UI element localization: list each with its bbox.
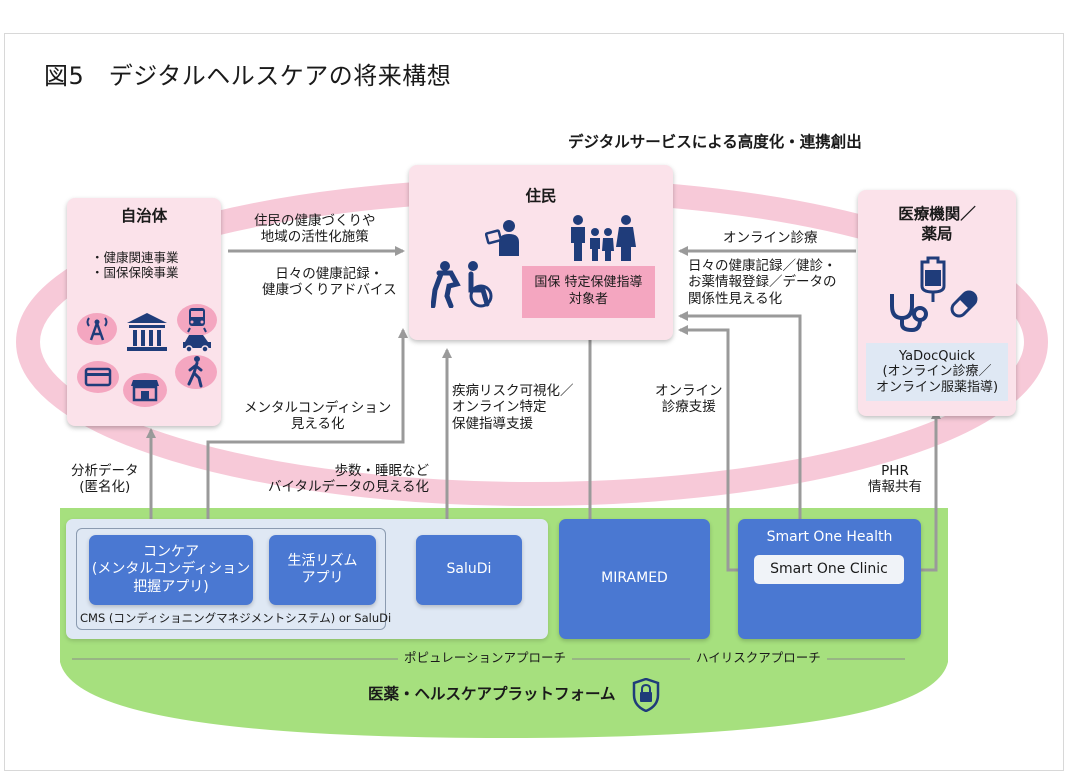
train-icon (177, 304, 217, 336)
stethoscope-icon (890, 294, 928, 333)
edge-label-vital: 歩数・睡眠など バイタルデータの見える化 (268, 463, 430, 496)
residents-box: 住民 国保 特定保健指導 対象者 (409, 165, 673, 340)
yadocquick-label: YaDocQuick (オンライン診療／ オンライン服薬指導) (875, 348, 999, 395)
arrow-concare-to-res (206, 328, 408, 536)
arrow-smartone-to-res-1 (678, 311, 802, 522)
figure-title: 図5 デジタルヘルスケアの将来構想 (44, 62, 452, 90)
arrow-smartone-to-res-2 (678, 325, 742, 572)
edge-label-muni-res-2: 日々の健康記録・ 健康づくりアドバイス (262, 266, 397, 299)
edge-label-muni-res-1: 住民の健康づくりや 地域の活性化施策 (254, 213, 376, 246)
edge-label-analysis: 分析データ (匿名化) (71, 463, 139, 496)
cms-label: CMS (コンディショニングマネジメントシステム) or SaluDi (80, 611, 392, 625)
edge-label-med-res-1: オンライン診療 (723, 230, 818, 246)
figure-subtitle: デジタルサービスによる高度化・連携創出 (568, 133, 862, 151)
pill-icon (950, 290, 978, 318)
edge-label-risk: 疾病リスク可視化／ オンライン特定 保健指導支援 (452, 383, 574, 432)
rhythm-app: 生活リズム アプリ (269, 535, 376, 605)
walking-person-icon (175, 355, 217, 389)
edge-label-online-support: オンライン 診療支援 (655, 383, 723, 416)
saludi-app: SaluDi (416, 535, 522, 605)
population-approach-label: ポピュレーションアプローチ (398, 650, 573, 666)
target-label: 国保 特定保健指導 対象者 (534, 275, 643, 307)
medical-title: 医療機関／ 薬局 (898, 205, 976, 244)
person-tablet-icon (485, 220, 519, 256)
residents-title: 住民 (525, 187, 557, 205)
municipality-box: 自治体 ・健康関連事業 ・国保保険事業 (67, 198, 221, 426)
smart-one-health-label: Smart One Health (766, 529, 893, 545)
edge-label-phr: PHR 情報共有 (868, 463, 922, 496)
lock-icon (632, 678, 660, 712)
city-hall-icon (127, 313, 167, 351)
family-icon (571, 215, 636, 261)
card-icon (77, 361, 119, 393)
medical-box: 医療機関／ 薬局 YaDocQuick (オンライン診療／ オンライン服薬指導) (858, 190, 1016, 416)
edge-label-mental: メンタルコンディション 見える化 (244, 400, 392, 433)
edge-label-med-res-2: 日々の健康記録／健診・ お薬情報登録／データの 関係性見える化 (688, 258, 837, 307)
concare-app: コンケア (メンタルコンディション 把握アプリ) (89, 535, 253, 605)
platform-name: 医薬・ヘルスケアプラットフォーム (368, 685, 616, 703)
shop-icon (123, 373, 167, 407)
smart-one-clinic-label: Smart One Clinic (770, 560, 888, 577)
car-icon (183, 335, 211, 353)
caregiver-wheelchair-icon (431, 261, 493, 308)
iv-bag-icon (920, 256, 946, 302)
target-label-box: 国保 特定保健指導 対象者 (522, 266, 655, 318)
municipality-title: 自治体 (120, 207, 168, 225)
cms-inner-frame (76, 528, 386, 630)
miramed-box: MIRAMED (559, 519, 710, 639)
yadocquick-box: YaDocQuick (オンライン診療／ オンライン服薬指導) (866, 343, 1008, 401)
municipality-bullets: ・健康関連事業 ・国保保険事業 (91, 250, 179, 281)
high-risk-approach-label: ハイリスクアプローチ (690, 650, 827, 666)
antenna-icon (77, 313, 117, 345)
smart-one-clinic-box: Smart One Clinic (754, 555, 904, 584)
